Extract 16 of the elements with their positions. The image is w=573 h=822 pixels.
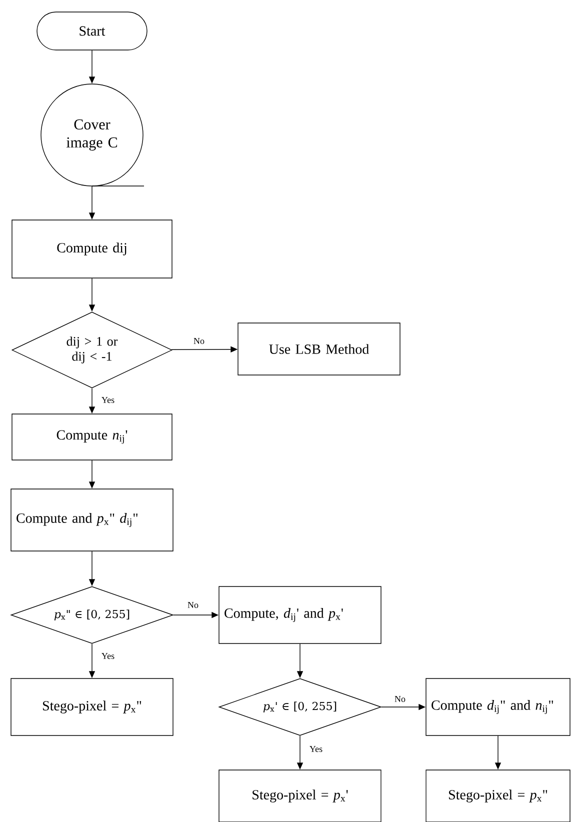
edge-label: No [186, 601, 200, 609]
process-box: Stego-pixel = p$_{x}$" [10, 678, 174, 736]
process-box: Compute n$_{ij}$' [12, 414, 172, 460]
edge-label: Yes [308, 745, 324, 753]
process-box: Compute dij [12, 220, 172, 278]
process-box: Compute and p$_{x}$" d$_{ij}$" [10, 488, 174, 552]
edge-label: No [192, 337, 206, 345]
edge-label: Yes [100, 652, 116, 660]
process-box: Use LSB Method [238, 322, 400, 376]
process-box: Compute, d$_{ij}$' and p$_{x}$' [218, 586, 382, 644]
process-box: Stego-pixel = p$_{x}$" [426, 770, 570, 822]
edge-label: Yes [100, 396, 116, 404]
process-box: Compute d$_{ij}$" and n$_{ij}$" [426, 678, 570, 736]
process-box: Stego-pixel = p$_{x}$' [218, 770, 382, 822]
start-terminal: Start [36, 12, 148, 50]
edge-label: No [394, 695, 406, 703]
